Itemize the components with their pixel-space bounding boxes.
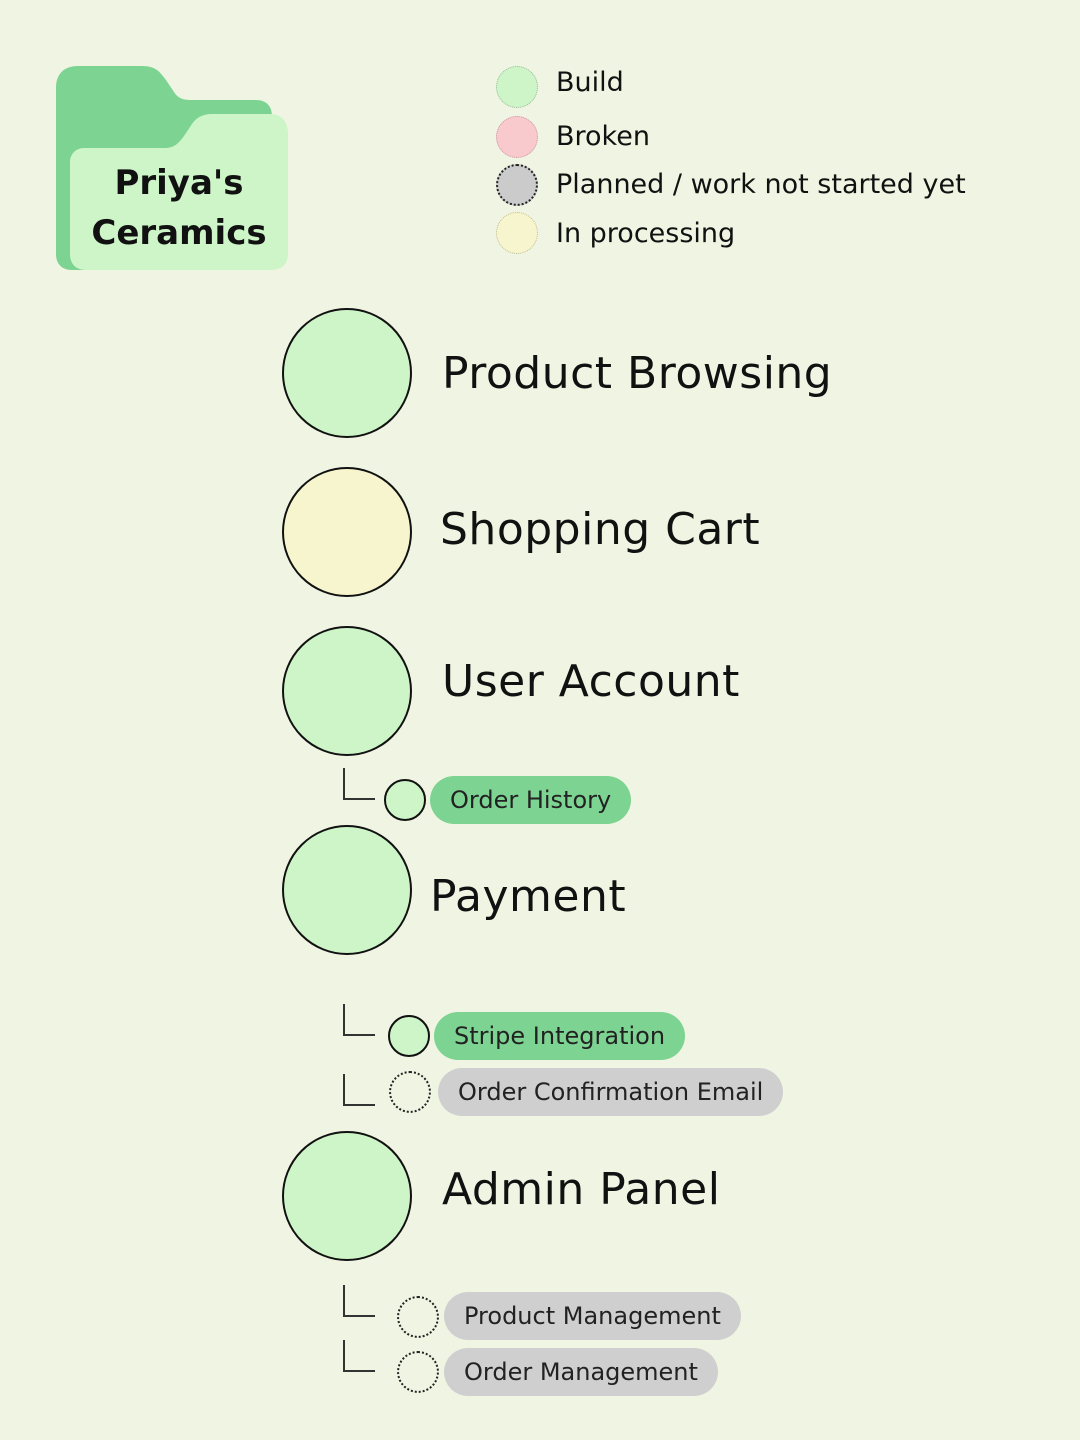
legend-dot-processing: [496, 212, 538, 254]
folder-icon: [56, 66, 288, 270]
status-circle-shopping-cart: [282, 467, 412, 597]
feature-label-admin-panel: Admin Panel: [442, 1164, 721, 1215]
legend-dot-broken: [496, 116, 538, 158]
tree-connector: [343, 768, 375, 800]
status-circle-product-management: [397, 1296, 439, 1338]
status-circle-user-account: [282, 626, 412, 756]
project-title-line2: Ceramics: [91, 213, 267, 253]
tree-connector: [343, 1285, 375, 1317]
status-circle-product-browsing: [282, 308, 412, 438]
sub-feature-product-management: Product Management: [444, 1292, 741, 1340]
status-circle-order-confirmation-email: [389, 1071, 431, 1113]
project-title: Priya's Ceramics: [72, 158, 286, 258]
legend-label-broken: Broken: [556, 121, 650, 152]
feature-label-user-account: User Account: [442, 656, 740, 707]
status-circle-admin-panel: [282, 1131, 412, 1261]
feature-label-payment: Payment: [430, 871, 627, 922]
tree-connector: [343, 1340, 375, 1372]
status-circle-stripe-integration: [388, 1015, 430, 1057]
status-circle-order-history: [384, 779, 426, 821]
sub-feature-order-confirmation-email: Order Confirmation Email: [438, 1068, 784, 1116]
folder-front: [70, 114, 288, 270]
project-title-line1: Priya's: [114, 163, 244, 203]
sub-feature-order-history: Order History: [430, 776, 632, 824]
tree-connector: [343, 1004, 375, 1036]
feature-label-shopping-cart: Shopping Cart: [440, 504, 761, 555]
feature-label-product-browsing: Product Browsing: [442, 348, 833, 399]
sub-feature-order-management: Order Management: [444, 1348, 718, 1396]
status-circle-order-management: [397, 1351, 439, 1393]
legend-dot-build: [496, 66, 538, 108]
status-circle-payment: [282, 825, 412, 955]
sub-feature-stripe-integration: Stripe Integration: [434, 1012, 686, 1060]
legend-label-processing: In processing: [556, 218, 736, 249]
legend-label-build: Build: [556, 67, 624, 98]
legend-dot-planned: [496, 164, 538, 206]
tree-connector: [343, 1074, 375, 1106]
legend-label-planned: Planned / work not started yet: [556, 169, 966, 200]
